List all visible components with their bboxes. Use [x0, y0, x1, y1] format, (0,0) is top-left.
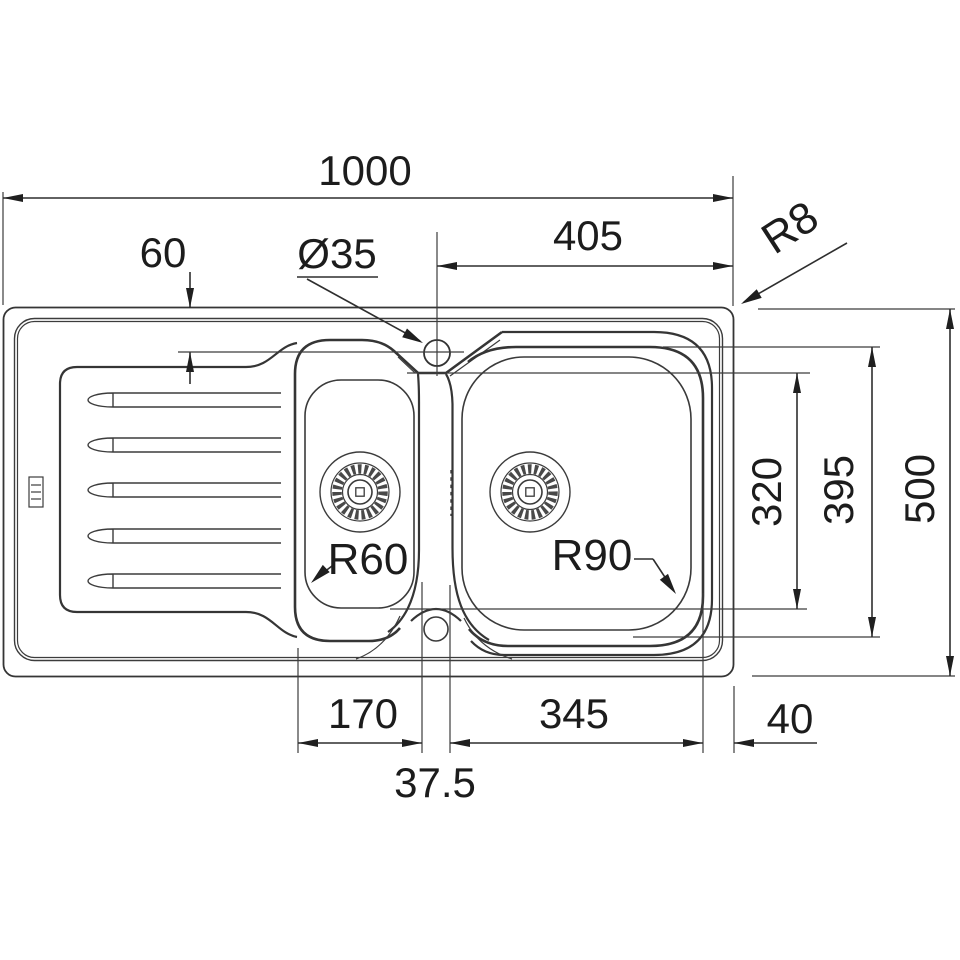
dim-bowl-outer-depth: 395 [633, 346, 880, 638]
dim-label-170: 170 [328, 690, 398, 737]
dim-label-345: 345 [539, 690, 609, 737]
dim-small-bowl-radius: R60 [311, 535, 408, 584]
dim-label-500: 500 [896, 454, 943, 524]
dim-large-bowl-radius: R90 [552, 531, 676, 594]
overflow-grille-icon [28, 476, 44, 508]
dim-label-r60: R60 [328, 535, 409, 584]
drainer-area [28, 341, 298, 639]
dim-bowl-inner-depth: 320 [390, 372, 810, 610]
dim-overall-depth: 500 [752, 308, 955, 677]
dim-overall-width: 1000 [2, 147, 734, 306]
dim-large-bowl-width: 345 [449, 585, 704, 753]
dim-label-60: 60 [140, 229, 187, 276]
large-bowl [445, 330, 714, 657]
dim-divider-width: 37.5 [394, 759, 476, 806]
dim-drainer-offset: 60 [140, 229, 464, 384]
dim-label-395: 395 [815, 455, 862, 525]
dim-label-320: 320 [743, 457, 790, 527]
dim-label-37-5: 37.5 [394, 759, 476, 806]
dim-label-405: 405 [553, 212, 623, 259]
drain-hole [423, 616, 449, 642]
dim-edge-margin: 40 [733, 686, 817, 753]
large-bowl-strainer [490, 452, 570, 532]
drainer-grooves [87, 392, 281, 589]
small-bowl-strainer [320, 452, 400, 532]
dim-label-r8: R8 [753, 192, 827, 264]
tap-hole [423, 232, 451, 376]
dim-label-o35: Ø35 [297, 230, 376, 277]
dim-label-r90: R90 [552, 531, 633, 580]
dim-tap-to-edge: 405 [437, 212, 733, 270]
dim-tap-hole: Ø35 [297, 230, 423, 343]
dim-small-bowl-width: 170 [297, 582, 423, 753]
dim-label-1000: 1000 [318, 147, 411, 194]
dim-corner-radius: R8 [741, 192, 848, 304]
dim-label-40: 40 [767, 695, 814, 742]
small-bowl [293, 330, 503, 643]
sink-outline [2, 306, 735, 678]
